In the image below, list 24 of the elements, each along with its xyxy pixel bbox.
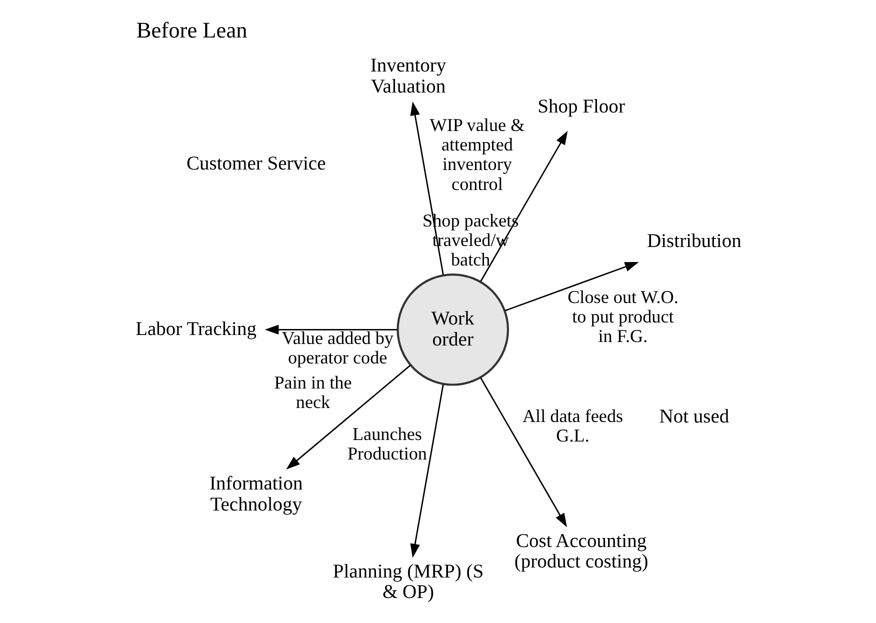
edge-label: All data feeds G.L. xyxy=(522,406,623,446)
edge-label: Close out W.O. to put product in F.G. xyxy=(567,287,678,346)
arrow xyxy=(410,101,444,275)
node-text: Cost Accounting (product costing) xyxy=(514,530,648,573)
node-text: Customer Service xyxy=(186,154,326,175)
node-circle: Work order xyxy=(396,273,509,386)
arrow xyxy=(504,262,638,312)
node-text: Information Technology xyxy=(209,473,302,516)
arrow xyxy=(286,364,410,470)
edge-label: Value added by operator code xyxy=(281,328,393,368)
node-text: Distribution xyxy=(646,230,741,252)
edge-label: Launches Production xyxy=(346,424,426,464)
arrow xyxy=(410,384,444,558)
node-text: Inventory Valuation xyxy=(370,55,446,98)
node-text: Labor Tracking xyxy=(135,318,256,340)
node-text: Planning (MRP) (S & OP) xyxy=(332,561,484,604)
edge-label: Pain in the neck xyxy=(274,372,352,412)
label: Not used xyxy=(658,406,729,428)
arrow xyxy=(264,324,397,335)
arrow xyxy=(480,130,568,282)
edge-label: WIP value & attempted inventory control xyxy=(429,115,524,194)
arrow xyxy=(480,378,566,528)
node-text: Shop Floor xyxy=(537,96,624,118)
diagram-title: Before Lean xyxy=(136,17,247,42)
